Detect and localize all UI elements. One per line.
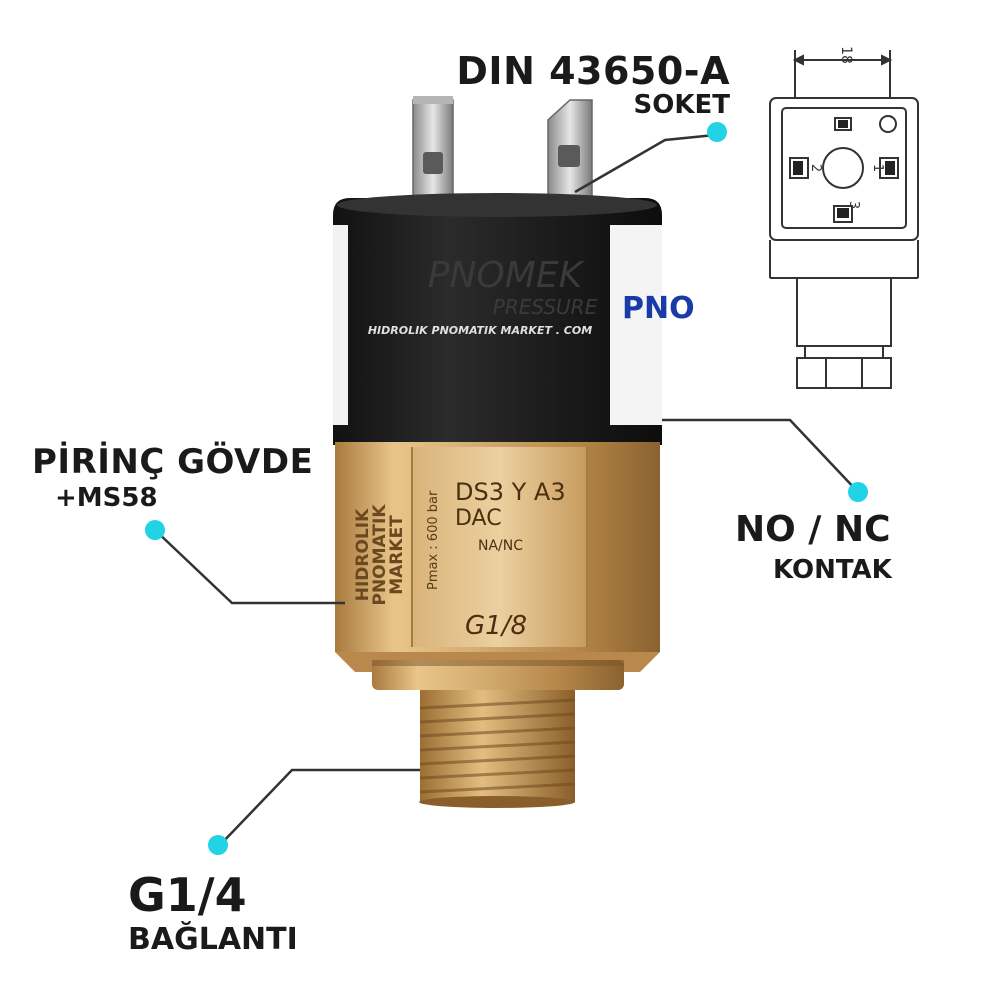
leader-lines bbox=[154, 133, 859, 846]
watermark-text: HIDROLIK PNOMATIK MARKET . COM bbox=[368, 324, 592, 337]
pmax-text: Pmax : 600 bar bbox=[426, 490, 441, 590]
brass-body bbox=[335, 442, 660, 672]
contact-callout-title: NO / NC bbox=[735, 509, 891, 550]
black-cap bbox=[333, 193, 662, 445]
thread-text: G1/8 bbox=[465, 611, 527, 641]
dot-socket bbox=[707, 122, 727, 142]
model-text: DS3 Y A3 bbox=[455, 478, 566, 506]
dot-body bbox=[145, 520, 165, 540]
threaded-stem bbox=[419, 690, 576, 808]
pin-3-label: 3 bbox=[846, 201, 861, 209]
pin-2-label: 2 bbox=[808, 164, 823, 172]
dot-contact bbox=[848, 482, 868, 502]
body-vertical-3: MARKET bbox=[387, 515, 407, 595]
body-callout-title: PİRİNÇ GÖVDE bbox=[32, 442, 314, 482]
connection-callout-subtitle: BAĞLANTI bbox=[128, 922, 298, 957]
callout-dots bbox=[145, 122, 868, 855]
connection-callout-title: G1/4 bbox=[128, 868, 247, 922]
body-vertical-1: HIDROLIK bbox=[353, 508, 373, 601]
body-callout-subtitle: +MS58 bbox=[55, 483, 158, 513]
connector-pins bbox=[412, 96, 593, 211]
contact-callout-subtitle: KONTAK bbox=[773, 555, 892, 585]
brand-sub-text: PRESSURE bbox=[493, 295, 598, 319]
dot-connection bbox=[208, 835, 228, 855]
brand-text: PNOMEK bbox=[428, 255, 585, 296]
socket-callout-subtitle: SOKET bbox=[633, 90, 730, 120]
socket-callout-title: DIN 43650-A bbox=[456, 49, 730, 93]
contact-type-text: NA/NC bbox=[478, 538, 523, 554]
pin-1-label: 1 bbox=[870, 164, 885, 172]
label-brand-text: PNO bbox=[622, 291, 695, 326]
dimension-text: 18 bbox=[838, 46, 854, 64]
socket-diagram bbox=[769, 50, 919, 389]
dac-text: DAC bbox=[455, 506, 502, 531]
body-vertical-2: PNOMATIK bbox=[370, 504, 390, 606]
brass-collar bbox=[372, 660, 624, 690]
